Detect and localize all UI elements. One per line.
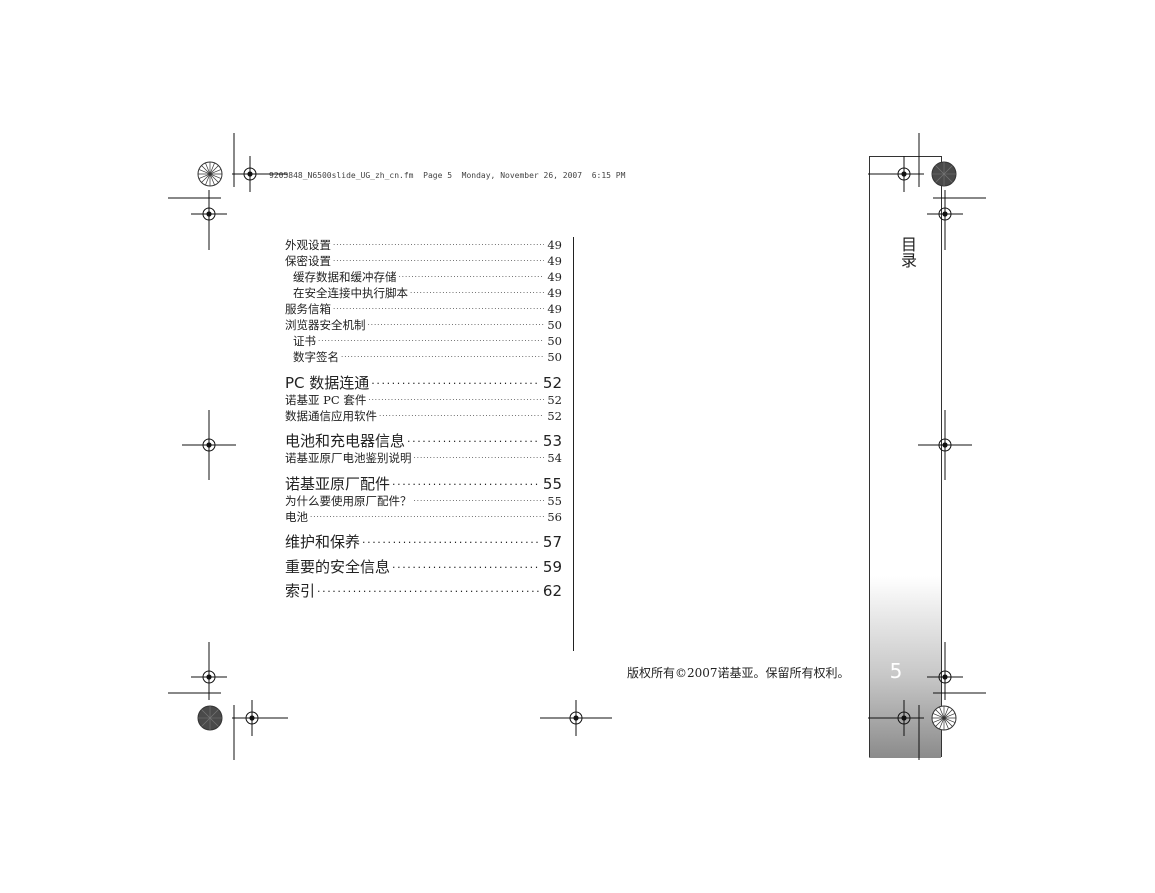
toc-entry-page: 55	[547, 494, 562, 508]
toc-entry-page: 56	[547, 510, 562, 524]
print-header: 9205848_N6500slide_UG_zh_cn.fm Page 5 Mo…	[269, 171, 626, 180]
toc-chapter[interactable]: 索引 62	[285, 578, 562, 600]
toc-entry-label: 诺基亚原厂电池鉴别说明	[285, 451, 412, 465]
toc-entry-page: 49	[547, 254, 562, 268]
toc-chapter-page: 57	[542, 533, 562, 551]
toc-entry-label: 数字签名	[293, 350, 339, 364]
toc-entry-page: 50	[547, 318, 562, 332]
toc-chapter-page: 59	[542, 558, 562, 576]
toc-chapter-label: PC 数据连通	[285, 374, 370, 392]
toc-entry-page: 54	[547, 451, 562, 465]
toc-entry-label: 证书	[293, 334, 316, 348]
toc-entry[interactable]: 在安全连接中执行脚本 49	[285, 284, 562, 300]
toc-entry-page: 49	[547, 270, 562, 284]
copyright-notice: 版权所有©2007诺基亚。保留所有权利。	[627, 666, 850, 680]
toc-entry-page: 52	[547, 393, 562, 407]
toc-entry-label: 缓存数据和缓冲存储	[293, 270, 397, 284]
toc-entry[interactable]: 保密设置 49	[285, 252, 562, 268]
toc-entry-page: 50	[547, 334, 562, 348]
toc-chapter[interactable]: 维护和保养 57	[285, 529, 562, 551]
toc-entry[interactable]: 外观设置 49	[285, 236, 562, 252]
toc-entry-label: 电池	[285, 510, 308, 524]
toc-entry[interactable]: 诺基亚原厂电池鉴别说明 54	[285, 449, 562, 465]
toc-chapter[interactable]: 电池和充电器信息 53	[285, 428, 562, 450]
page-number: 5	[889, 659, 903, 683]
toc-entry-page: 49	[547, 238, 562, 252]
toc-entry-label: 外观设置	[285, 238, 331, 252]
toc-chapter-label: 电池和充电器信息	[285, 432, 406, 450]
toc-chapter-page: 53	[542, 432, 562, 450]
toc-entry-page: 52	[547, 409, 562, 423]
toc-entry[interactable]: 证书 50	[285, 332, 562, 348]
toc-chapter[interactable]: 诺基亚原厂配件 55	[285, 471, 562, 493]
toc-entry[interactable]: 诺基亚 PC 套件 52	[285, 391, 562, 407]
toc-entry[interactable]: 为什么要使用原厂配件？ 55	[285, 492, 562, 508]
toc-chapter-page: 52	[542, 374, 562, 392]
toc-chapter-page: 62	[542, 582, 562, 600]
toc-entry-label: 服务信箱	[285, 302, 331, 316]
toc-chapter-label: 诺基亚原厂配件	[285, 475, 391, 493]
toc-entry[interactable]: 数据通信应用软件 52	[285, 407, 562, 423]
toc-entry-page: 49	[547, 302, 562, 316]
toc-entry-label: 诺基亚 PC 套件	[285, 393, 367, 407]
toc-chapter-label: 重要的安全信息	[285, 558, 391, 576]
toc-entry[interactable]: 数字签名 50	[285, 348, 562, 364]
toc-chapter-label: 索引	[285, 582, 316, 600]
toc-entry[interactable]: 电池 56	[285, 508, 562, 524]
toc-entry-label: 浏览器安全机制	[285, 318, 366, 332]
side-tab-title: 目录	[898, 236, 917, 268]
toc-chapter[interactable]: PC 数据连通 52	[285, 370, 562, 392]
side-tab	[869, 156, 941, 758]
toc-entry-label: 在安全连接中执行脚本	[293, 286, 408, 300]
toc-chapter[interactable]: 重要的安全信息 59	[285, 554, 562, 576]
toc-chapter-page: 55	[542, 475, 562, 493]
column-divider	[573, 237, 574, 651]
toc-entry-label: 数据通信应用软件	[285, 409, 377, 423]
toc-entry-label: 为什么要使用原厂配件？	[285, 494, 412, 508]
toc-entry-page: 50	[547, 350, 562, 364]
side-tab-border	[869, 156, 942, 757]
toc-entry[interactable]: 服务信箱 49	[285, 300, 562, 316]
toc-entry[interactable]: 缓存数据和缓冲存储 49	[285, 268, 562, 284]
toc-chapter-label: 维护和保养	[285, 533, 361, 551]
toc-entry-page: 49	[547, 286, 562, 300]
toc-entry-label: 保密设置	[285, 254, 331, 268]
toc-entry[interactable]: 浏览器安全机制 50	[285, 316, 562, 332]
